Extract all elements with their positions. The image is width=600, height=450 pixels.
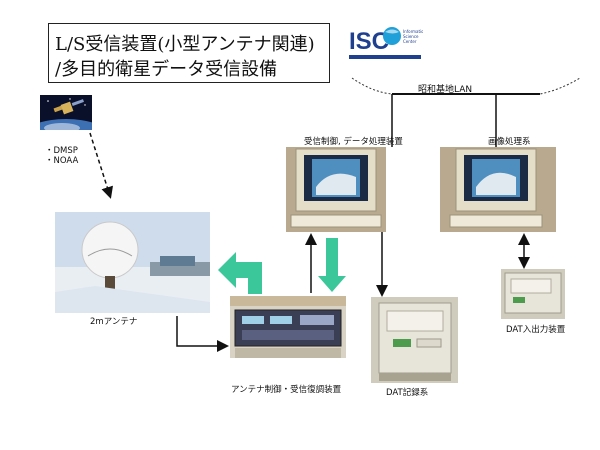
satellite-list: ・DMSP ・NOAA [45, 146, 78, 166]
dat-recorder-caption: DAT記録系 [386, 388, 429, 398]
green-arrow-pc-to-control [318, 238, 346, 292]
antenna-photo [55, 212, 210, 313]
satellite-item: ・DMSP [45, 146, 78, 156]
network-label: 昭和基地LAN [418, 85, 473, 95]
satellite-image [40, 95, 92, 130]
receive-control-pc-caption: 受信制御, データ処理装置 [304, 137, 403, 147]
dat-io-caption: DAT入出力装置 [506, 325, 566, 335]
dat-io-photo [501, 269, 565, 319]
antenna-caption: 2mアンテナ [90, 317, 138, 327]
svg-text:Information: Information [403, 29, 423, 34]
title-box: L/S受信装置(小型アンテナ関連) /多目的衛星データ受信設備 [48, 23, 330, 83]
control-unit-caption: アンテナ制御・受信復調装置 [231, 385, 342, 395]
antenna-to-control-arrow [176, 316, 229, 352]
image-processing-pc-caption: 画像処理系 [488, 137, 531, 147]
dat-recorder-photo [371, 297, 458, 383]
svg-text:Science: Science [403, 34, 419, 39]
isc-logo: ISC Information Science Center [347, 23, 427, 65]
svg-text:Center: Center [403, 39, 417, 44]
satellite-item: ・NOAA [45, 156, 79, 166]
title-line-2: /多目的衛星データ受信設備 [55, 59, 278, 80]
satellite-downlink-arrow [89, 132, 113, 199]
receive-control-pc-photo [286, 147, 386, 232]
lan-line [351, 77, 581, 95]
title-line-1: L/S受信装置(小型アンテナ関連) [55, 34, 315, 55]
svg-text:ISC: ISC [349, 28, 389, 55]
image-processing-pc-photo [440, 147, 556, 232]
control-unit-photo [230, 296, 346, 358]
green-arrow-control-to-antenna [218, 252, 262, 294]
